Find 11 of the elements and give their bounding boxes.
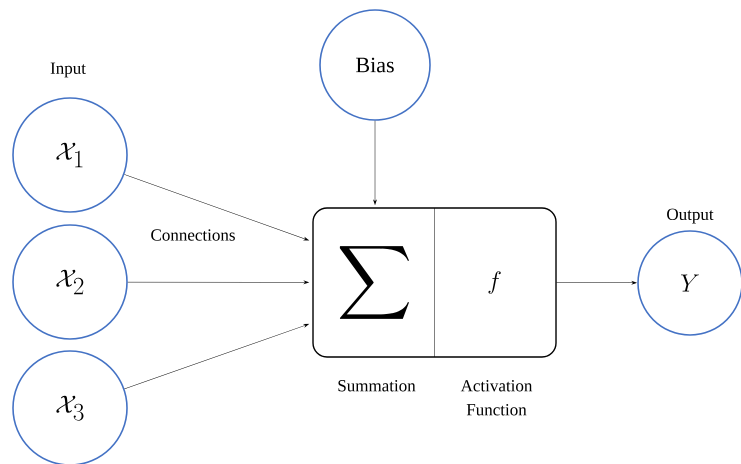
arrow (373, 120, 377, 205)
node-label: Output (667, 208, 714, 224)
node-label: Activation Function (460, 380, 532, 416)
arrow (128, 280, 309, 284)
arrow (124, 324, 309, 390)
arrow (124, 174, 309, 240)
arrow (556, 281, 637, 284)
label: Connections (151, 229, 235, 241)
neuron-box: $\sum$ $f$ (312, 207, 557, 358)
node-label: Summation (338, 380, 416, 392)
label: Input (50, 62, 86, 78)
